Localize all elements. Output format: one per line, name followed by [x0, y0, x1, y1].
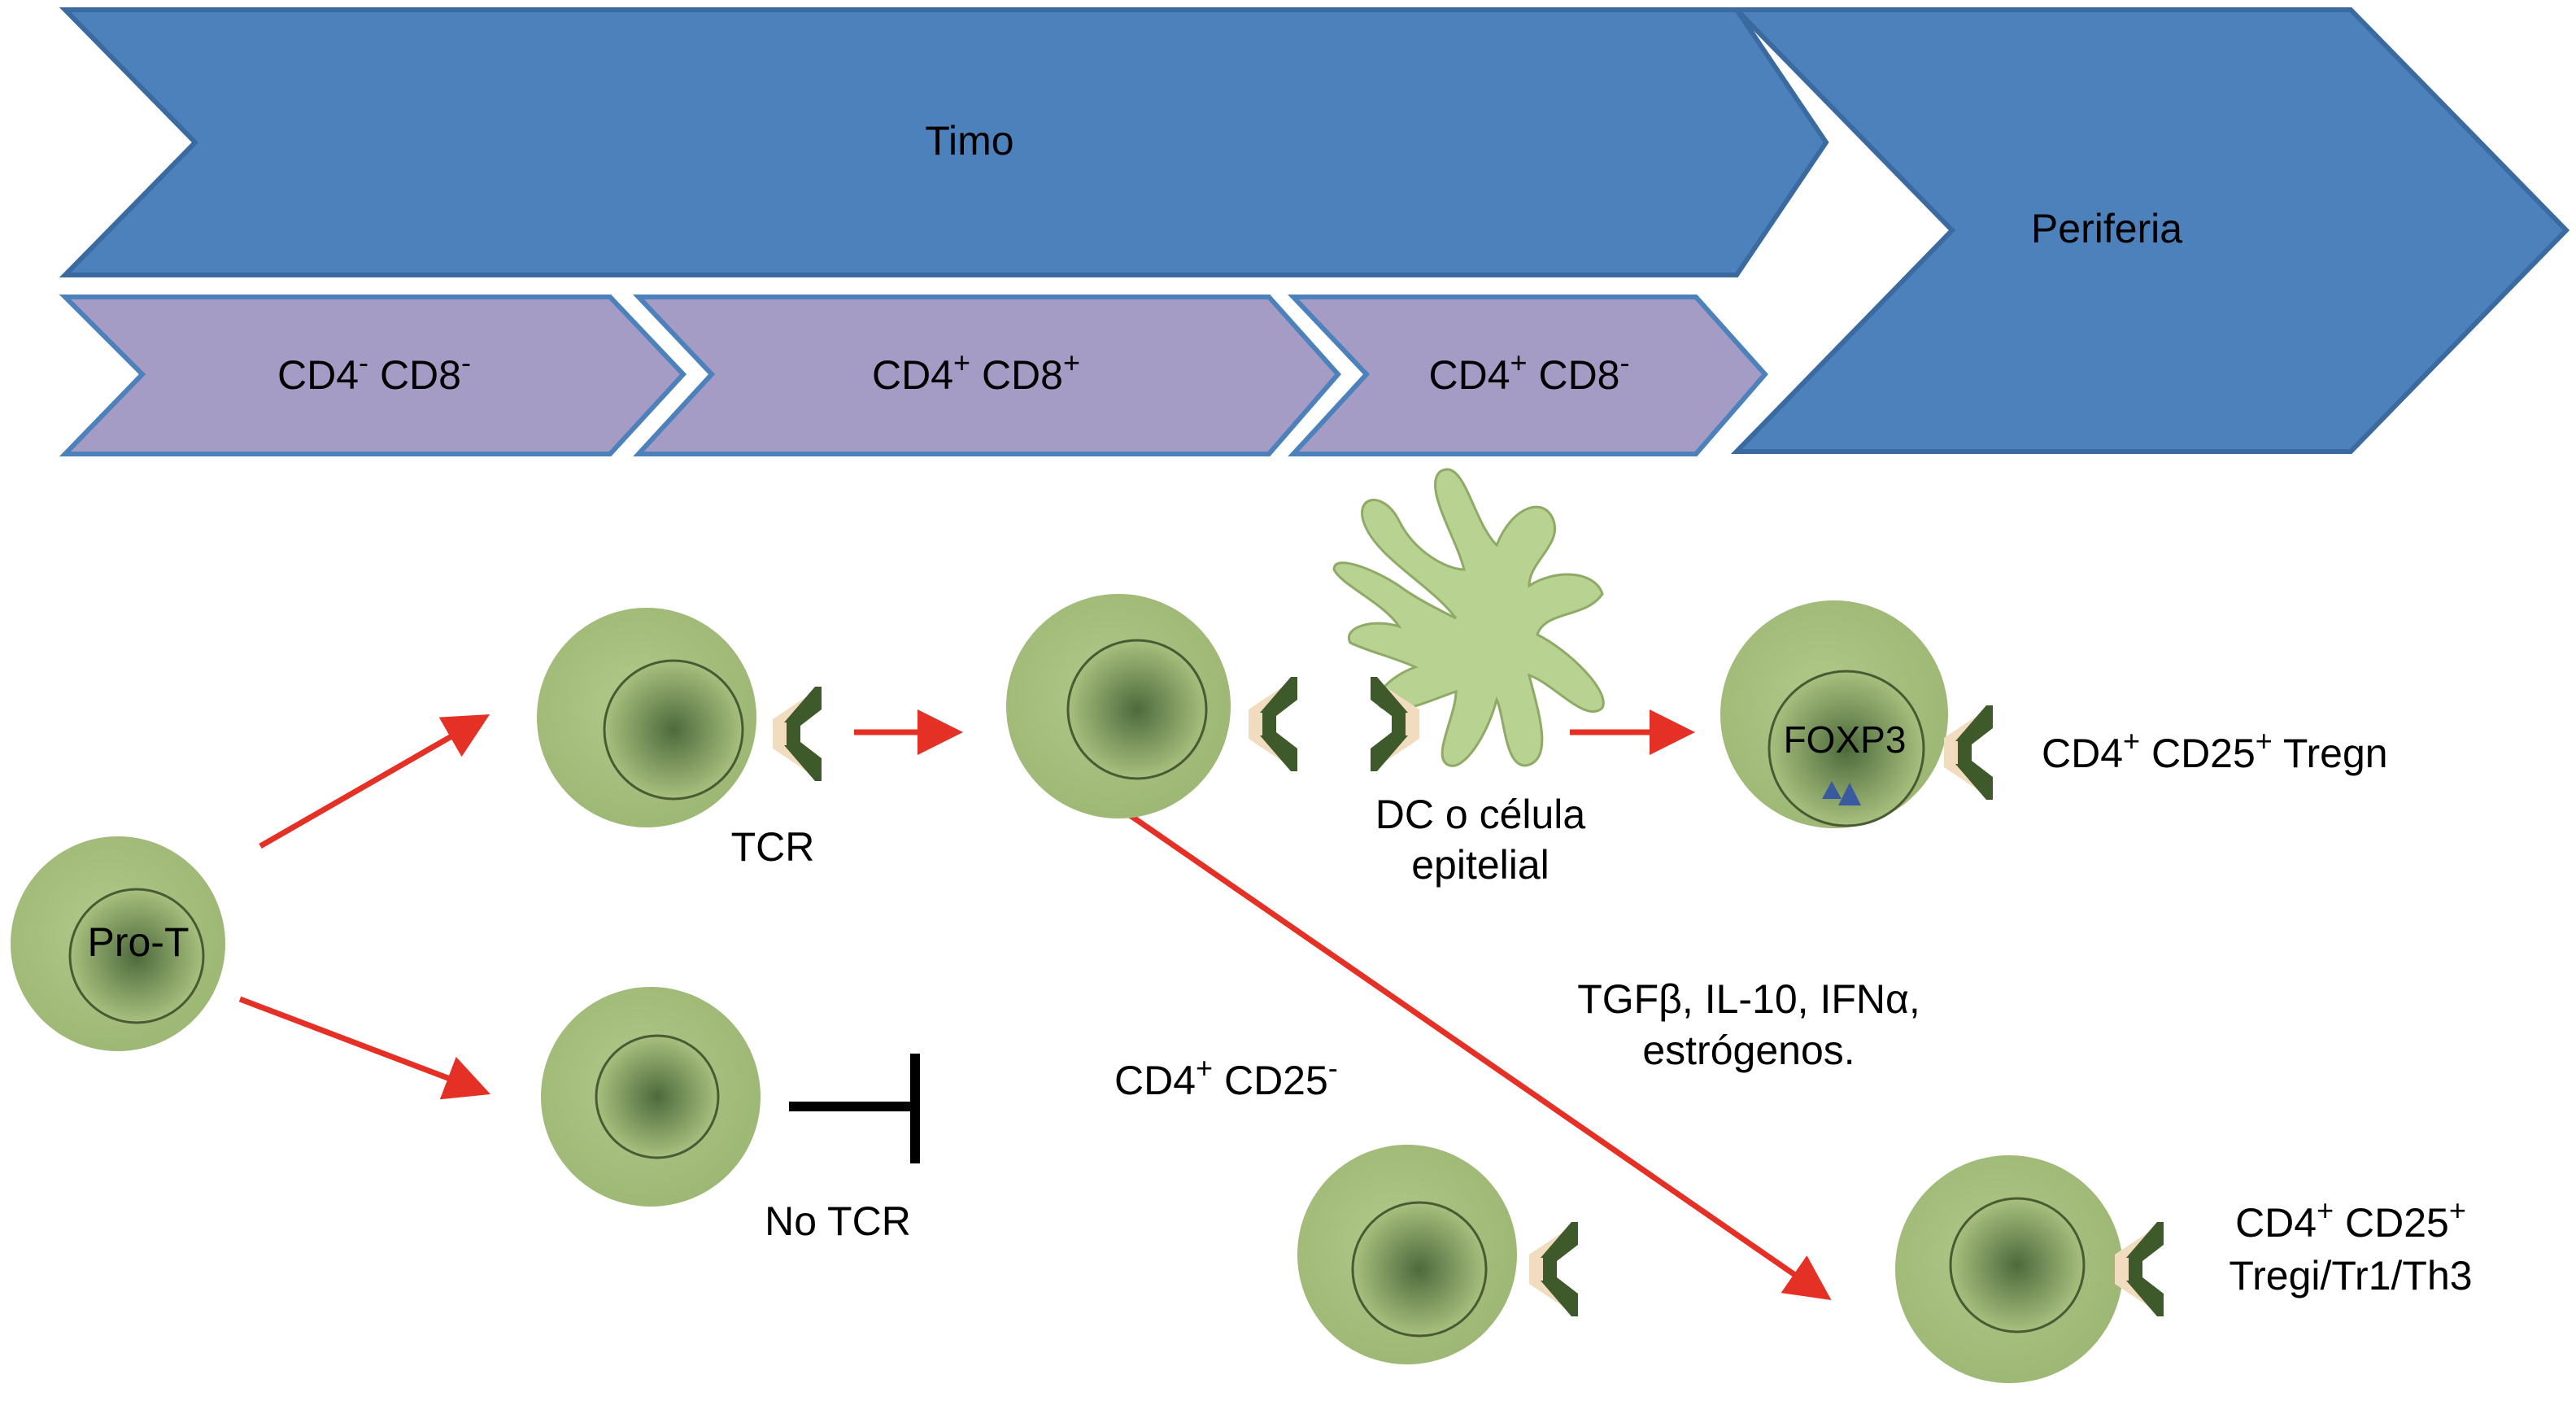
band-stage-cd4pos-cd8pos: CD4+ CD8+	[633, 295, 1341, 456]
factors-line2: estrógenos.	[1642, 1028, 1855, 1073]
foxp3-label: FOXP3	[1784, 718, 1907, 761]
band-thymus: Timo	[59, 7, 1829, 277]
cell-cd25neg	[1297, 1145, 1578, 1364]
foxp3-protein-icon	[1822, 781, 1861, 805]
stage2-label: CD4+ CD8+	[872, 346, 1080, 398]
tcr-receptor-icon	[773, 687, 822, 781]
cell-dp	[1006, 594, 1297, 818]
cell-tregn: FOXP3	[1720, 600, 1993, 828]
arrow-prot-to-notcr	[238, 996, 491, 1100]
cell-tregi	[1895, 1155, 2164, 1383]
tregi-label-line1: CD4+ CD25+	[2235, 1194, 2466, 1246]
cell-pro-t: Pro-T	[11, 836, 225, 1051]
tregi-label-line2: Tregi/Tr1/Th3	[2229, 1253, 2472, 1298]
band-thymus-label: Timo	[925, 118, 1013, 164]
dp-receptor-icon	[1249, 677, 1297, 771]
cd25neg-label: CD4+ CD25-	[1114, 1051, 1338, 1103]
stage1-label: CD4- CD8-	[277, 346, 471, 398]
band-stage-cd4pos-cd8neg: CD4+ CD8-	[1288, 295, 1768, 456]
tcr-label: TCR	[731, 824, 815, 870]
arrows	[238, 709, 1832, 1300]
pro-t-label: Pro-T	[88, 919, 190, 965]
cd25neg-receptor-icon	[1529, 1222, 1578, 1316]
dc-label-line1: DC o célula	[1375, 792, 1586, 837]
band-periphery-label: Periferia	[2031, 206, 2182, 251]
arrow-dp-to-tregi	[1088, 785, 1832, 1300]
arrow-prot-to-tcr	[259, 714, 490, 849]
tregi-receptor-icon	[2115, 1222, 2164, 1316]
factors-line1: TGFβ, IL-10, IFNα,	[1577, 976, 1920, 1022]
stage3-label: CD4+ CD8-	[1429, 346, 1630, 398]
band-stage-cd4neg-cd8neg: CD4- CD8-	[59, 295, 687, 456]
dc-label-line2: epitelial	[1411, 842, 1550, 888]
dendritic-cell	[1332, 468, 1605, 771]
tregn-receptor-icon	[1944, 705, 1993, 800]
band-periphery: Periferia	[1730, 7, 2570, 454]
no-tcr-label: No TCR	[765, 1198, 911, 1244]
cell-no-tcr	[541, 987, 761, 1207]
inhibition-symbol	[789, 1054, 920, 1163]
cell-tcr	[537, 608, 822, 827]
tregn-label: CD4+ CD25+ Tregn	[2042, 724, 2388, 776]
